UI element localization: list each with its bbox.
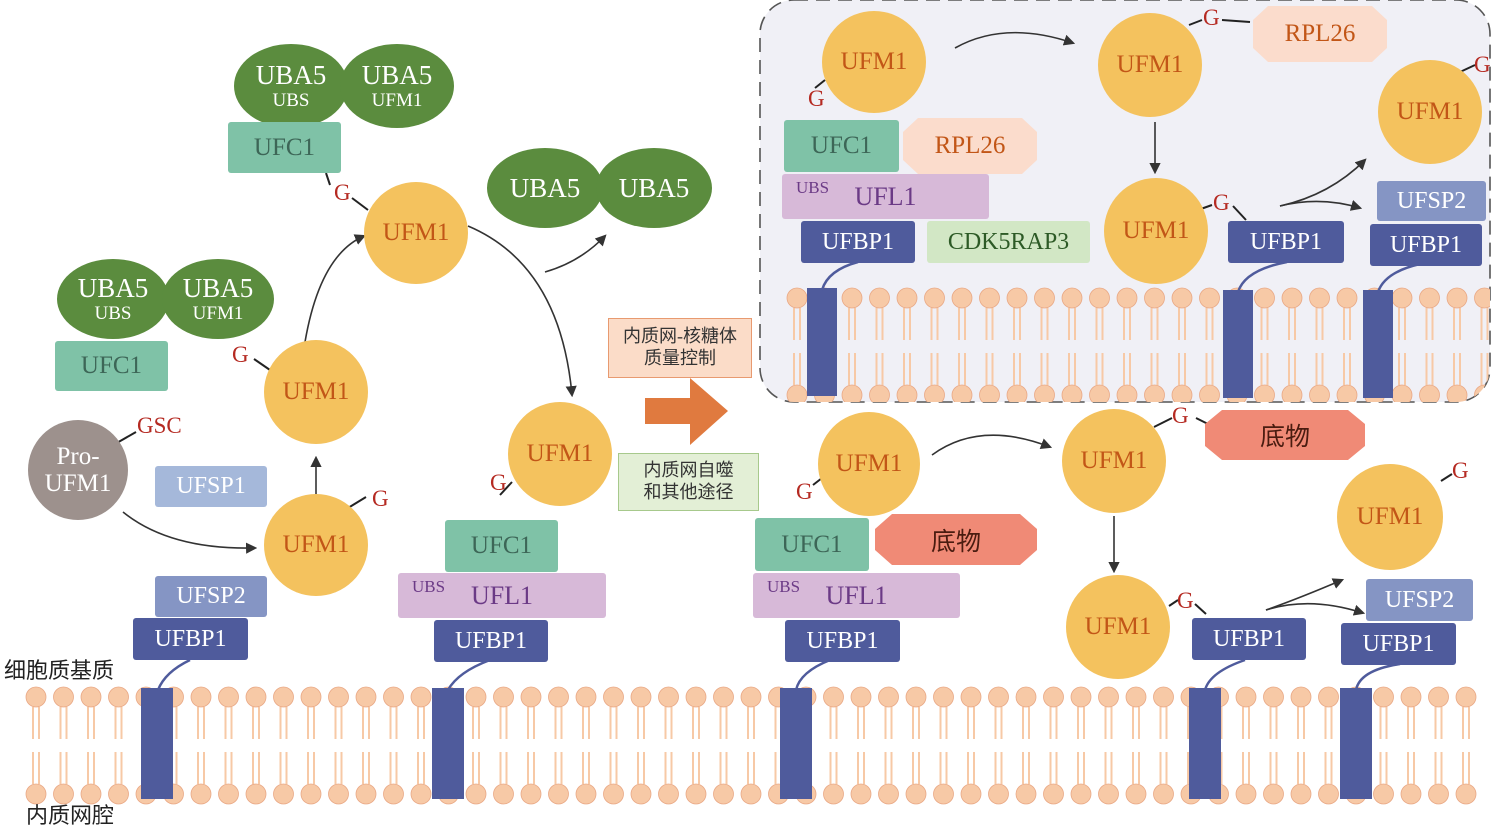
er-phagy-note: 内质网自噬 和其他途径 [618,453,759,511]
er-lumen-label: 内质网腔 [26,803,115,828]
pro-ufm1: Pro- UFM1 [28,420,128,520]
uba5-label: UBA5 [255,60,327,90]
ufsp2: UFSP2 [1366,579,1473,621]
cytoplasm-label: 细胞质基质 [4,658,115,683]
ufm1-ligase-bound: UFM1 [508,402,612,506]
glycine-tail: G [1452,458,1469,483]
ufbp1: UFBP1 [434,620,548,662]
ufm1-recycled: UFM1 [1337,464,1443,570]
substrate-label: 底物 [930,528,981,556]
glycine-tail: G [1172,403,1189,428]
glycine-tail: G [1213,190,1230,215]
ufm1-small-label: UFM1 [371,90,423,111]
glycine-tail: G [372,486,389,511]
glycine-tail: G [1203,5,1220,30]
glycine-tail: G [334,180,351,205]
glycine-tail: G [796,479,813,504]
pro-ufm1-line2: UFM1 [44,470,112,497]
ufm1-small-label: UFM1 [192,303,244,324]
ufm1-on-ufbp1: UFM1 [1066,575,1170,679]
er-ribosome-qc-note: 内质网-核糖体 质量控制 [608,318,752,378]
rpl26-label: RPL26 [934,132,1006,159]
uba5-label: UBA5 [77,273,149,303]
ufm1-on-ufbp1-inset: UFM1 [1104,178,1208,284]
uba5-released-1: UBA5 [487,148,603,228]
transition-arrow [645,378,728,445]
ufl1: UBS UFL1 [753,573,960,618]
rpl26-label: RPL26 [1284,20,1356,47]
rpl26-shape-2 [1253,6,1387,62]
uba5-label: UBA5 [509,172,581,203]
note-line: 内质网自噬 [643,460,734,481]
ubs-label: UBS [796,178,830,197]
uba5-ubs: UBA5 UBS [57,259,169,339]
ufc1: UFC1 [55,341,168,391]
rpl26-shape-1 [903,118,1037,174]
ufl1: UBS UFL1 [782,174,989,219]
substrate-shape-1 [875,514,1037,565]
glycine-tail: G [808,86,825,111]
ufc1: UFC1 [445,520,558,572]
ufm1-on-substrate: UFM1 [1062,409,1166,513]
uba5-ubs: UBA5 UBS [234,44,348,128]
ufm1-substrate-complex: UFM1 [818,412,920,516]
uba5-label: UBA5 [182,273,254,303]
ufbp1-linkers [156,260,1421,691]
ufc1: UFC1 [755,518,869,571]
ubs-label: UBS [412,577,446,596]
ufbp1: UFBP1 [1341,623,1456,665]
uba5-label: UBA5 [618,172,690,203]
note-line: 内质网-核糖体 [623,326,737,347]
ufbp1: UFBP1 [785,620,900,662]
ufm1-rpl26-complex: UFM1 [822,11,926,113]
ufbp1: UFBP1 [801,221,915,263]
ufbp1: UFBP1 [1370,224,1482,266]
glycine-tail: G [232,342,249,367]
substrate-label: 底物 [1259,424,1310,451]
glycine-tail: G [490,470,507,495]
ufm1-on-rpl26: UFM1 [1098,13,1202,117]
note-line: 质量控制 [644,348,716,368]
ufm1-activated: UFM1 [264,340,368,444]
ufbp1: UFBP1 [1228,221,1344,263]
pathway-arrows [122,31,1367,616]
ufbp1: UFBP1 [1192,618,1306,660]
ufl1-label: UFL1 [470,580,534,610]
ufc1: UFC1 [228,122,341,173]
cdk5rap3: CDK5RAP3 [927,221,1090,263]
ubs-label: UBS [94,303,132,324]
uba5-ufm1: UBA5 UFM1 [162,259,274,339]
gsc-tail: GSC [137,413,182,438]
glycine-tail: G [1177,588,1194,613]
substrate-shape-2 [1205,410,1365,460]
ubs-label: UBS [767,577,801,596]
ufsp2: UFSP2 [155,576,267,617]
ufm1-mature: UFM1 [264,494,368,596]
ufsp2: UFSP2 [1377,181,1486,221]
ufsp1: UFSP1 [155,466,267,507]
glycine-tail: G [1474,52,1491,77]
ufc1: UFC1 [784,120,899,172]
ufl1: UBS UFL1 [398,573,606,618]
er-membrane-main [25,686,1477,805]
ufl1-label: UFL1 [825,580,888,610]
ufm1-recycled-inset: UFM1 [1378,60,1482,164]
ufbp1: UFBP1 [133,618,248,660]
uba5-ufm1: UBA5 UFM1 [340,44,454,128]
uba5-released-2: UBA5 [596,148,712,228]
transmembrane-anchors [141,288,1393,799]
ubs-label: UBS [272,90,310,111]
uba5-label: UBA5 [361,60,433,90]
note-line: 和其他途径 [643,482,734,502]
ufl1-label: UFL1 [854,181,917,211]
pro-ufm1-line1: Pro- [56,442,100,470]
ufm1-ufc1-bound: UFM1 [364,182,468,284]
